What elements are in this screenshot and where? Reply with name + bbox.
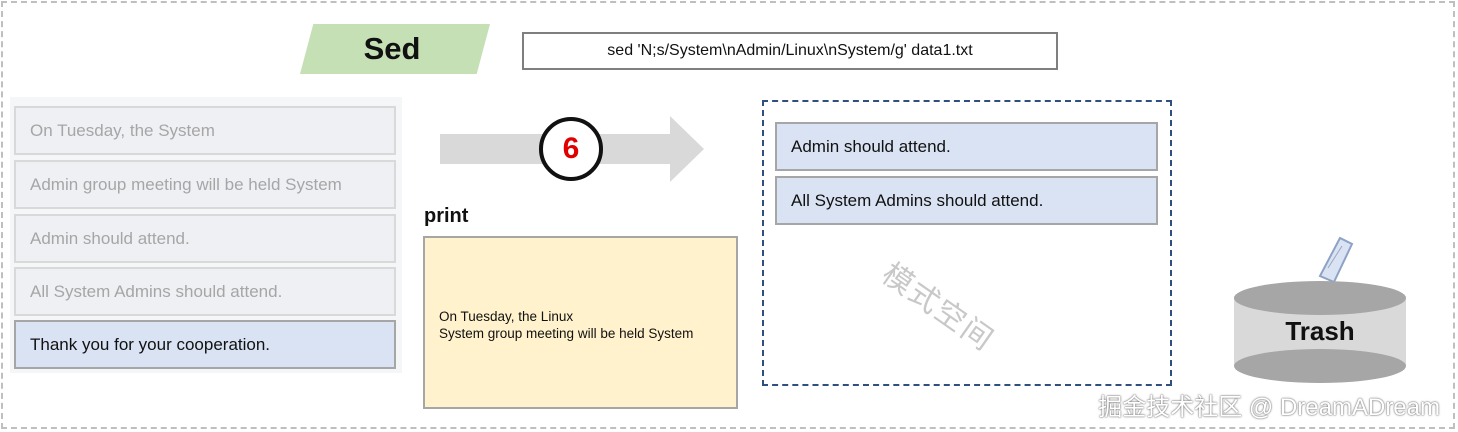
footer-credit: 掘金技术社区 @ DreamADream: [1098, 394, 1440, 421]
command-box: sed 'N;s/System\nAdmin/Linux\nSystem/g' …: [522, 32, 1058, 70]
input-line-3: Admin should attend.: [14, 214, 396, 263]
trash-label: Trash: [1285, 316, 1355, 346]
trash-bin-icon: [1234, 236, 1406, 383]
pattern-space-box: [762, 100, 1172, 386]
print-line-2: System group meeting will be held System: [439, 326, 694, 341]
print-output-box: On Tuesday, the Linux System group meeti…: [423, 236, 738, 409]
pattern-space-line-1: Admin should attend.: [775, 122, 1158, 171]
input-line-4: All System Admins should attend.: [14, 267, 396, 316]
input-line-1: On Tuesday, the System: [14, 106, 396, 155]
input-line-2: Admin group meeting will be held System: [14, 160, 396, 209]
step-number-badge: 6: [539, 117, 603, 181]
print-line-1: On Tuesday, the Linux: [439, 309, 574, 324]
input-line-5-active: Thank you for your cooperation.: [14, 320, 396, 369]
print-label: print: [424, 205, 469, 227]
sed-banner: [300, 24, 490, 74]
diagram-title: Sed: [363, 31, 421, 66]
pattern-space-line-2: All System Admins should attend.: [775, 176, 1158, 225]
